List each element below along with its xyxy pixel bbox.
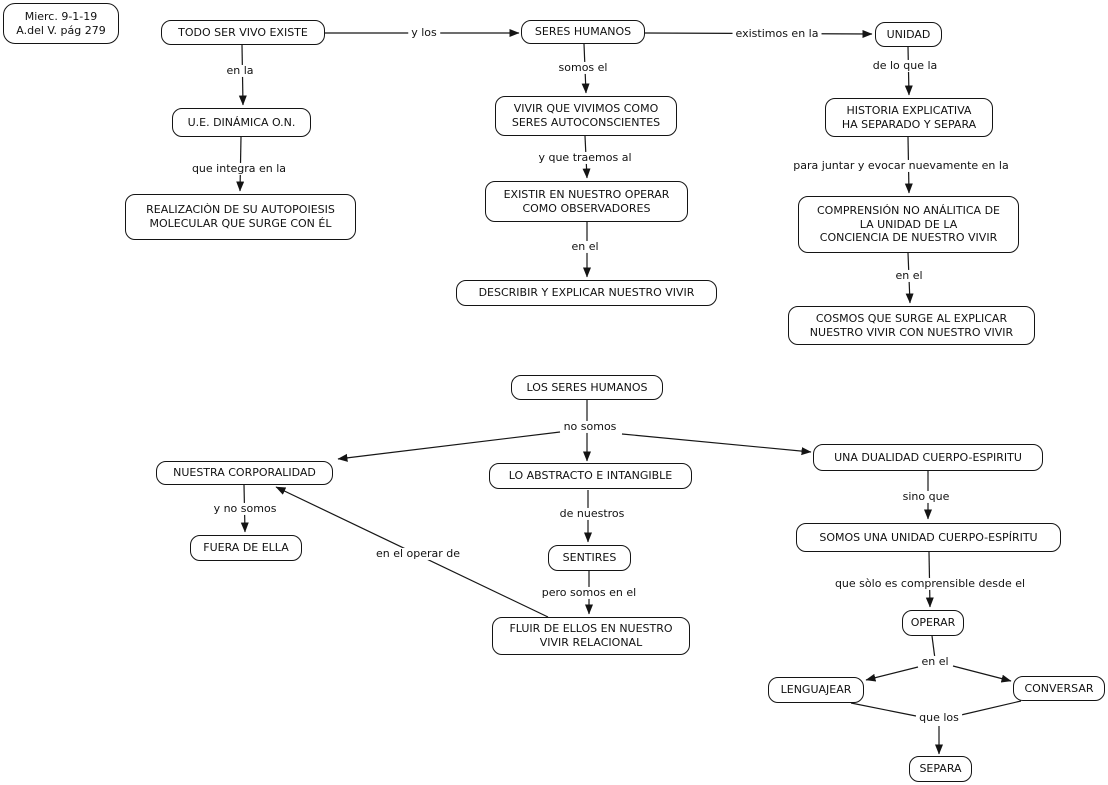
link-label-de-lo-que-la[interactable]: de lo que la: [869, 59, 941, 73]
link-label-en-la[interactable]: en la: [223, 64, 257, 78]
node-cosmos[interactable]: COSMOS QUE SURGE AL EXPLICAR NUESTRO VIV…: [788, 306, 1035, 345]
node-operar[interactable]: OPERAR: [902, 610, 964, 636]
node-nuestra-corporalidad[interactable]: NUESTRA CORPORALIDAD: [156, 461, 333, 485]
link-label-que-solo[interactable]: que sòlo es comprensible desde el: [831, 577, 1029, 591]
link-label-no-somos[interactable]: no somos: [560, 420, 620, 434]
node-los-seres-humanos[interactable]: LOS SERES HUMANOS: [511, 375, 663, 400]
link-label-en-el-describir[interactable]: en el: [568, 240, 602, 254]
link-label-y-no-somos[interactable]: y no somos: [210, 502, 280, 516]
connector: [960, 700, 1022, 716]
node-vivir-que-vivimos[interactable]: VIVIR QUE VIVIMOS COMO SERES AUTOCONSCIE…: [495, 96, 677, 136]
link-label-en-el-cosmos[interactable]: en el: [892, 269, 926, 283]
node-realizacion-autopoiesis[interactable]: REALIZACIÒN DE SU AUTOPOIESIS MOLECULAR …: [125, 194, 356, 240]
link-label-existimos-en-la[interactable]: existimos en la: [732, 27, 822, 41]
link-label-para-juntar[interactable]: para juntar y evocar nuevamente en la: [790, 159, 1012, 173]
connector: [621, 433, 812, 456]
link-label-de-nuestros[interactable]: de nuestros: [556, 507, 628, 521]
link-label-y-los[interactable]: y los: [408, 26, 440, 40]
node-seres-humanos[interactable]: SERES HUMANOS: [521, 20, 645, 44]
link-label-somos-el[interactable]: somos el: [555, 61, 611, 75]
connector: [931, 635, 936, 660]
connector: [952, 665, 1012, 683]
node-lenguajear[interactable]: LENGUAJEAR: [768, 677, 864, 703]
link-label-y-que-traemos-al[interactable]: y que traemos al: [535, 151, 635, 165]
node-somos-una-unidad[interactable]: SOMOS UNA UNIDAD CUERPO-ESPÍRITU: [796, 523, 1061, 552]
connector: [850, 702, 917, 717]
node-conversar[interactable]: CONVERSAR: [1013, 676, 1105, 701]
node-separa[interactable]: SEPARA: [909, 756, 972, 782]
connector: [865, 666, 919, 682]
node-historia-explicativa[interactable]: HISTORIA EXPLICATIVA HA SEPARADO Y SEPAR…: [825, 98, 993, 137]
node-sentires[interactable]: SENTIRES: [548, 545, 631, 571]
connector: [337, 431, 561, 462]
node-una-dualidad[interactable]: UNA DUALIDAD CUERPO-ESPIRITU: [813, 444, 1043, 471]
date-note-box[interactable]: Mierc. 9-1-19 A.del V. pág 279: [3, 3, 119, 44]
node-comprension-no-analitica[interactable]: COMPRENSIÓN NO ANÁLITICA DE LA UNIDAD DE…: [798, 196, 1019, 253]
node-lo-abstracto-intangible[interactable]: LO ABSTRACTO E INTANGIBLE: [489, 463, 692, 489]
node-existir-operar-observadores[interactable]: EXISTIR EN NUESTRO OPERAR COMO OBSERVADO…: [485, 181, 688, 222]
link-label-que-integra-en-la[interactable]: que integra en la: [188, 162, 290, 176]
link-label-que-los[interactable]: que los: [916, 711, 962, 725]
node-ue-dinamica-on[interactable]: U.E. DINÁMICA O.N.: [172, 108, 311, 137]
link-label-en-el-operar[interactable]: en el: [918, 655, 952, 669]
link-label-pero-somos-en-el[interactable]: pero somos en el: [538, 586, 640, 600]
link-label-sino-que[interactable]: sino que: [899, 490, 953, 504]
node-fuera-de-ella[interactable]: FUERA DE ELLA: [190, 535, 302, 561]
node-fluir-de-ellos[interactable]: FLUIR DE ELLOS EN NUESTRO VIVIR RELACION…: [492, 617, 690, 655]
node-unidad[interactable]: UNIDAD: [875, 22, 942, 47]
node-describir-explicar[interactable]: DESCRIBIR Y EXPLICAR NUESTRO VIVIR: [456, 280, 717, 306]
node-todo-ser-vivo-existe[interactable]: TODO SER VIVO EXISTE: [161, 20, 325, 45]
link-label-en-el-operar-de[interactable]: en el operar de: [372, 547, 464, 561]
